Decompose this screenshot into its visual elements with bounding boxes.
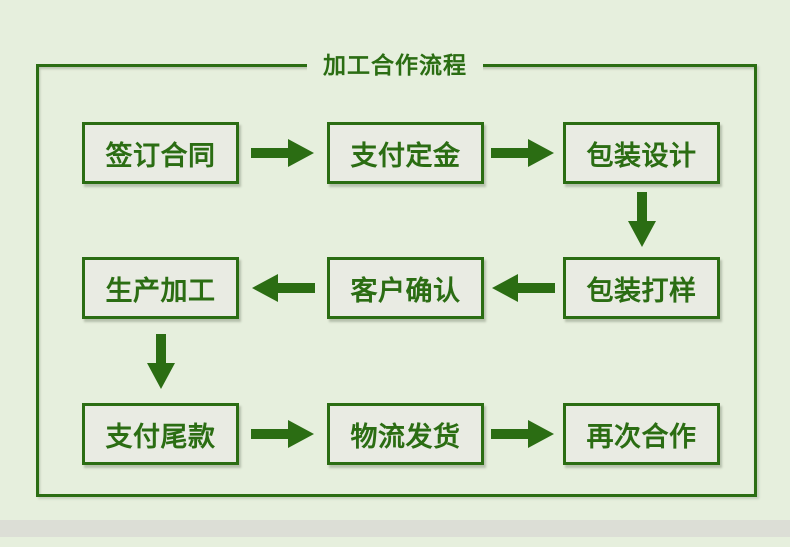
flow-step-package-proofing: 包装打样 — [563, 257, 720, 319]
arrow-left-icon — [492, 274, 555, 302]
arrow-right-icon — [251, 420, 314, 448]
arrow-right-icon — [491, 420, 554, 448]
arrow-down-icon — [147, 334, 175, 389]
flow-step-pay-deposit: 支付定金 — [327, 122, 484, 184]
flow-step-logistics-shipping: 物流发货 — [327, 403, 484, 465]
arrow-right-icon — [491, 139, 554, 167]
arrow-right-icon — [251, 139, 314, 167]
flow-step-customer-confirm: 客户确认 — [327, 257, 484, 319]
flow-step-pay-balance: 支付尾款 — [82, 403, 239, 465]
flow-step-production-processing: 生产加工 — [82, 257, 239, 319]
flow-step-package-design: 包装设计 — [563, 122, 720, 184]
bottom-gray-bar — [0, 520, 790, 537]
arrow-down-icon — [628, 192, 656, 247]
arrow-left-icon — [252, 274, 315, 302]
flow-step-sign-contract: 签订合同 — [82, 122, 239, 184]
flow-title: 加工合作流程 — [307, 52, 483, 79]
flow-step-repeat-cooperation: 再次合作 — [563, 403, 720, 465]
